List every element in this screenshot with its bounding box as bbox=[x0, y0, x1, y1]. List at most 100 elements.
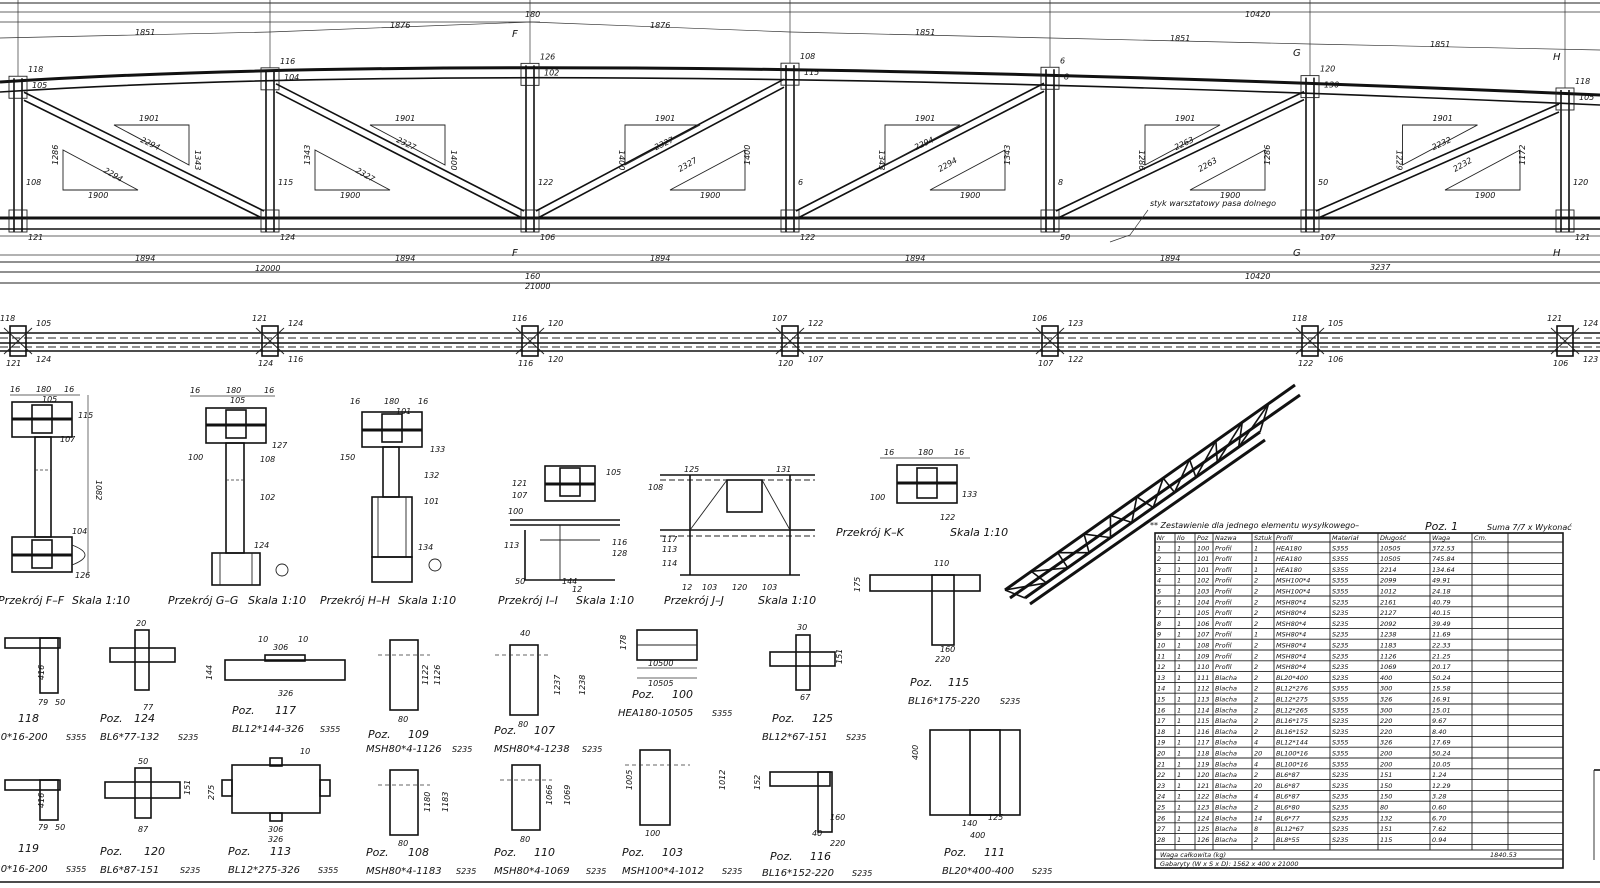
section-hh-scale: Skala 1:10 bbox=[398, 594, 456, 607]
p115-dim-160: 160 bbox=[940, 645, 955, 654]
part-113-poz: 113 bbox=[270, 845, 291, 858]
panel-height: 1400 bbox=[617, 150, 626, 170]
plan-label: 105 bbox=[1328, 319, 1343, 328]
truss-diagonal bbox=[1055, 90, 1305, 212]
plan-label: 124 bbox=[258, 359, 273, 368]
part-109-poz-label: Poz. bbox=[368, 728, 391, 741]
truss-elevation: 1181051211081161041241151261021061221081… bbox=[0, 0, 1600, 291]
schedule-total-label: Waga całkowita (kg) bbox=[1160, 851, 1226, 859]
plan-label: 107 bbox=[808, 355, 824, 364]
part-116-poz: 116 bbox=[810, 850, 831, 863]
bottom-dim-12000: 12000 bbox=[255, 264, 280, 273]
part-103-mat: S235 bbox=[722, 867, 742, 876]
part-120: 50 87 151 Poz. 120 BL6*87-151 S235 bbox=[100, 757, 200, 876]
schedule-cell: 5 bbox=[1157, 588, 1161, 596]
schedule-cell: S355 bbox=[1332, 566, 1349, 574]
p115-dim-175: 175 bbox=[853, 577, 862, 592]
part-108-poz: 108 bbox=[408, 846, 429, 859]
schedule-cell: 103 bbox=[1197, 588, 1209, 596]
p100-dim-178: 178 bbox=[619, 635, 628, 650]
part-108: 1183 1180 80 Poz. 108 MSH80*4-1183 S235 bbox=[366, 769, 476, 877]
schedule-cell: 107 bbox=[1197, 631, 1210, 639]
schedule-cell: 6.70 bbox=[1432, 814, 1446, 822]
truss-diagonal bbox=[275, 83, 525, 212]
part-100: 10505 10500 178 Poz. 100 HEA180-10505 S3… bbox=[618, 629, 732, 719]
p119-dim-79: 79 bbox=[38, 823, 48, 832]
plan-label: 116 bbox=[288, 355, 303, 364]
part-119-poz: 119 bbox=[18, 842, 39, 855]
jj-dim-103a: 103 bbox=[702, 583, 717, 592]
schedule-cell: Blacha bbox=[1215, 717, 1237, 725]
schedule-cell: 1 bbox=[1177, 825, 1181, 833]
ff-dim-104: 104 bbox=[72, 527, 87, 536]
node-label: 102 bbox=[544, 68, 559, 77]
schedule-cell: 104 bbox=[1197, 598, 1209, 606]
iso-diagonal bbox=[1215, 440, 1219, 463]
hh-dim-16b: 16 bbox=[418, 397, 428, 406]
schedule-cell: 10505 bbox=[1380, 544, 1401, 552]
panel-top-length: 1901 bbox=[655, 114, 675, 123]
schedule-header-cell: Nr bbox=[1157, 534, 1166, 542]
node-label: 122 bbox=[538, 178, 553, 187]
schedule-cell: 11 bbox=[1157, 652, 1165, 660]
schedule-header-cell: Nazwa bbox=[1215, 534, 1237, 542]
ii-dim-116: 116 bbox=[612, 538, 627, 547]
jj-dim-117: 117 bbox=[662, 535, 678, 544]
plan-label: 121 bbox=[6, 359, 21, 368]
part-125-poz-label: Poz. bbox=[772, 712, 795, 725]
node-label: 126 bbox=[540, 52, 555, 61]
p109-dim-80: 80 bbox=[398, 715, 408, 724]
schedule-header-cell: Materiał bbox=[1332, 534, 1360, 542]
schedule-cell: MSH80*4 bbox=[1276, 663, 1306, 671]
schedule-cell: 110 bbox=[1197, 663, 1209, 671]
schedule-cell: 20 bbox=[1254, 750, 1262, 758]
schedule-total-value: 1840.53 bbox=[1490, 851, 1517, 859]
schedule-cell: 1 bbox=[1157, 544, 1161, 552]
schedule-cell: 2 bbox=[1254, 642, 1258, 650]
truss-diagonal bbox=[535, 78, 785, 212]
schedule-cell: Profil bbox=[1215, 652, 1232, 660]
sections-row: 16 180 16 105 115 107 1082 104 126 Przek… bbox=[0, 385, 1008, 607]
ii-dim-128: 128 bbox=[612, 549, 627, 558]
schedule-cell: 1 bbox=[1177, 544, 1181, 552]
schedule-cell: 2 bbox=[1254, 598, 1258, 606]
schedule-cell: S235 bbox=[1332, 674, 1349, 682]
top-node-plate bbox=[1555, 87, 1575, 111]
section-mark-f-top: F bbox=[512, 29, 518, 40]
schedule-cell: 119 bbox=[1197, 760, 1209, 768]
schedule-cell: Blacha bbox=[1215, 760, 1237, 768]
panel-diagonal-2: 2294 bbox=[937, 156, 959, 174]
part-109: 1126 1122 80 Poz. 109 MSH80*4-1126 S235 bbox=[366, 639, 472, 755]
node-label: 6 bbox=[798, 178, 803, 187]
gg-dim-16a: 16 bbox=[190, 386, 200, 395]
ii-dim-105: 105 bbox=[606, 468, 621, 477]
schedule-cell: 26 bbox=[1157, 814, 1165, 822]
part-109-mat: S235 bbox=[452, 745, 472, 754]
schedule-suma: Suma 7/7 x Wykonać bbox=[1487, 522, 1572, 532]
bottom-node-plate bbox=[1040, 209, 1060, 233]
schedule-cell: HEA180 bbox=[1276, 555, 1302, 563]
schedule-cell: 40.79 bbox=[1432, 598, 1451, 606]
schedule-cell: 1 bbox=[1254, 566, 1258, 574]
part-120-poz-label: Poz. bbox=[100, 845, 123, 858]
schedule-cell: 17.69 bbox=[1432, 739, 1451, 747]
gg-dim-127: 127 bbox=[272, 441, 288, 450]
part-110-mat: S235 bbox=[586, 867, 606, 876]
plan-label: 107 bbox=[772, 314, 788, 323]
schedule-cell: 10505 bbox=[1380, 555, 1401, 563]
panel-triangle-lower bbox=[1189, 149, 1266, 191]
truss-3d-view bbox=[1004, 383, 1301, 606]
schedule-cell: MSH80*4 bbox=[1276, 620, 1306, 628]
schedule-cell: 15.58 bbox=[1432, 685, 1451, 693]
part-100-name: HEA180-10505 bbox=[618, 708, 693, 719]
panel-bottom-length: 1900 bbox=[88, 191, 108, 200]
section-ii: 121 107 105 144 12 50 100 113 116 128 Pr… bbox=[498, 465, 634, 607]
panel-diagonal-length: 2232 bbox=[1430, 135, 1452, 152]
schedule-cell: 150 bbox=[1380, 782, 1392, 790]
part-110: 1069 1066 80 Poz. 110 MSH80*4-1069 S235 bbox=[494, 764, 606, 877]
ff-dim-180: 180 bbox=[36, 385, 51, 394]
p119-dim-416: 416 bbox=[37, 793, 46, 808]
part-107-name: MSH80*4-1238 bbox=[494, 744, 570, 755]
part-108-name: MSH80*4-1183 bbox=[366, 866, 442, 877]
panel-height: 1343 bbox=[193, 150, 202, 170]
